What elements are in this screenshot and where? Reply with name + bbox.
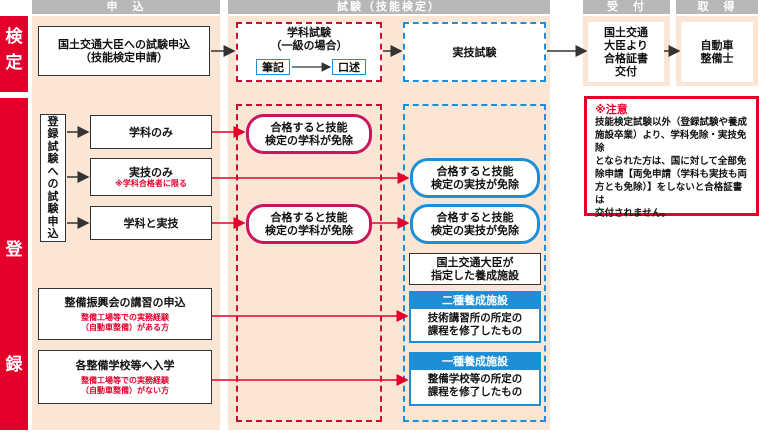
exam-application-box: 国土交通大臣への試験申込 （技能検定申請） (38, 26, 210, 76)
designated-facility-title: 国土交通大臣が 指定した養成施設 (409, 253, 541, 285)
type2-facility-body: 技術講習所の所定の 課程を修了したもの (427, 312, 523, 337)
only-practical-box: 実技のみ ※学科合格者に限る (90, 158, 212, 196)
both-box: 学科と実技 (90, 206, 212, 240)
type1-facility-box: 一種養成施設 整備学校等の所定の 課程を修了したもの (409, 352, 541, 406)
header-issue: 受 付 (583, 0, 670, 14)
caution-note-title: ※注意 (595, 103, 628, 116)
only-theory-box: 学科のみ (90, 115, 212, 149)
mechanic-acquire-box: 自動車 整備士 (681, 22, 753, 82)
side-label-kentei: 検 定 (0, 16, 28, 92)
side-toroku-char-1: 登 (5, 240, 23, 260)
practical-exemption-pill-1: 合格すると技能検定の実技が免除 (410, 158, 540, 198)
type1-facility-body: 整備学校等の所定の 課程を修了したもの (427, 373, 523, 398)
header-acquire: 取 得 (676, 0, 758, 14)
type1-facility-header: 一種養成施設 (411, 354, 539, 370)
type2-facility-box: 二種養成施設 技術講習所の所定の 課程を修了したもの (409, 291, 541, 343)
practical-exemption-pill-2: 合格すると技能検定の実技が免除 (410, 204, 540, 244)
oral-chip: 口述 (332, 59, 366, 75)
theory-exemption-column (236, 104, 382, 422)
side-label-toroku: 登 録 (0, 98, 28, 430)
written-chip: 筆記 (256, 59, 290, 75)
header-exam: 試験（技能検定） (228, 0, 550, 14)
theory-exam-label: 学科試験 （一級の場合） (270, 26, 348, 52)
practical-exemption-column (403, 104, 546, 422)
school-enrollment-box: 各整備学校等へ入学 整備工場等での実務経験 （自動車整備）がない方 (38, 350, 212, 404)
theory-exemption-pill-2: 合格すると技能検定の学科が免除 (246, 204, 372, 244)
practical-exam-box: 実技試験 (403, 22, 546, 82)
type2-facility-header: 二種養成施設 (411, 293, 539, 309)
side-toroku-char-2: 録 (5, 355, 23, 375)
header-apply: 申 込 (32, 0, 220, 14)
only-practical-note: ※学科合格者に限る (115, 178, 187, 188)
seibi-course-application-box: 整備振興会の講習の申込 整備工場等での実務経験 （自動車整備）がある方 (38, 288, 212, 340)
certificate-issue-box: 国土交通 大臣より 合格証書 交付 (588, 22, 664, 82)
registration-exam-application-box: 登 録 試 験 へ の 試 験 申 込 (40, 114, 66, 242)
side-kentei-char-1: 検 (5, 27, 23, 47)
theory-exemption-pill-1: 合格すると技能検定の学科が免除 (246, 114, 372, 154)
caution-note: ※注意 技能検定試験以外（登録試験や養成 施設卒業）より、学科免除・実技免除 と… (584, 96, 759, 219)
side-kentei-char-2: 定 (5, 53, 23, 73)
practical-exam-label: 実技試験 (452, 46, 497, 59)
